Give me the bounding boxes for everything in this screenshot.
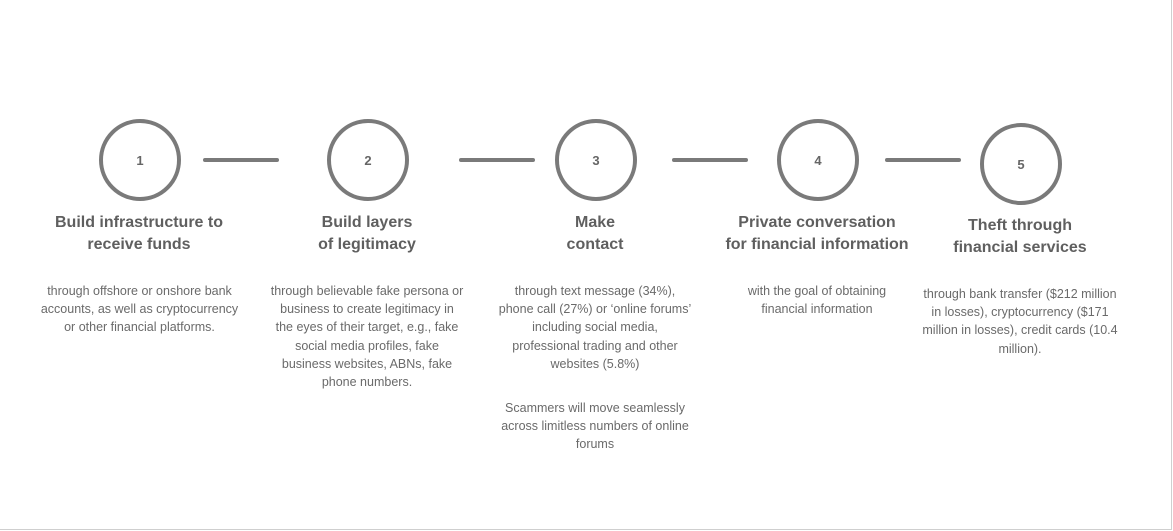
step-2-title: Build layers of legitimacy xyxy=(318,214,416,253)
step-4-circle: 4 xyxy=(777,119,859,201)
step-2-description: through believable fake persona or busin… xyxy=(270,284,464,390)
step-1-title: Build infrastructure to receive funds xyxy=(54,214,223,253)
connector-2-3 xyxy=(459,158,535,162)
step-5-title: Theft through financial services xyxy=(953,217,1087,256)
step-5-circle: 5 xyxy=(980,123,1062,205)
step-3-circle: 3 xyxy=(555,119,637,201)
connector-3-4 xyxy=(672,158,748,162)
step-1-circle: 1 xyxy=(99,119,181,201)
connector-4-5 xyxy=(885,158,961,162)
step-2-number: 2 xyxy=(364,152,372,168)
step-1-description: through offshore or onshore bank account… xyxy=(40,284,239,335)
step-3-description: through text message (34%), phone call (… xyxy=(498,284,692,371)
step-1-number: 1 xyxy=(136,152,144,168)
step-3-title: Make contact xyxy=(566,214,624,253)
step-2-circle: 2 xyxy=(327,119,409,201)
step-4-title: Private conversation for financial infor… xyxy=(725,214,909,253)
step-3-note: Scammers will move seamlessly across lim… xyxy=(501,401,689,452)
step-4-number: 4 xyxy=(814,152,822,168)
step-4-description: with the goal of obtaining financial inf… xyxy=(747,284,887,317)
connector-1-2 xyxy=(203,158,279,162)
step-5-number: 5 xyxy=(1017,156,1025,172)
step-5-description: through bank transfer ($212 million in l… xyxy=(922,287,1118,356)
step-3-number: 3 xyxy=(592,152,600,168)
